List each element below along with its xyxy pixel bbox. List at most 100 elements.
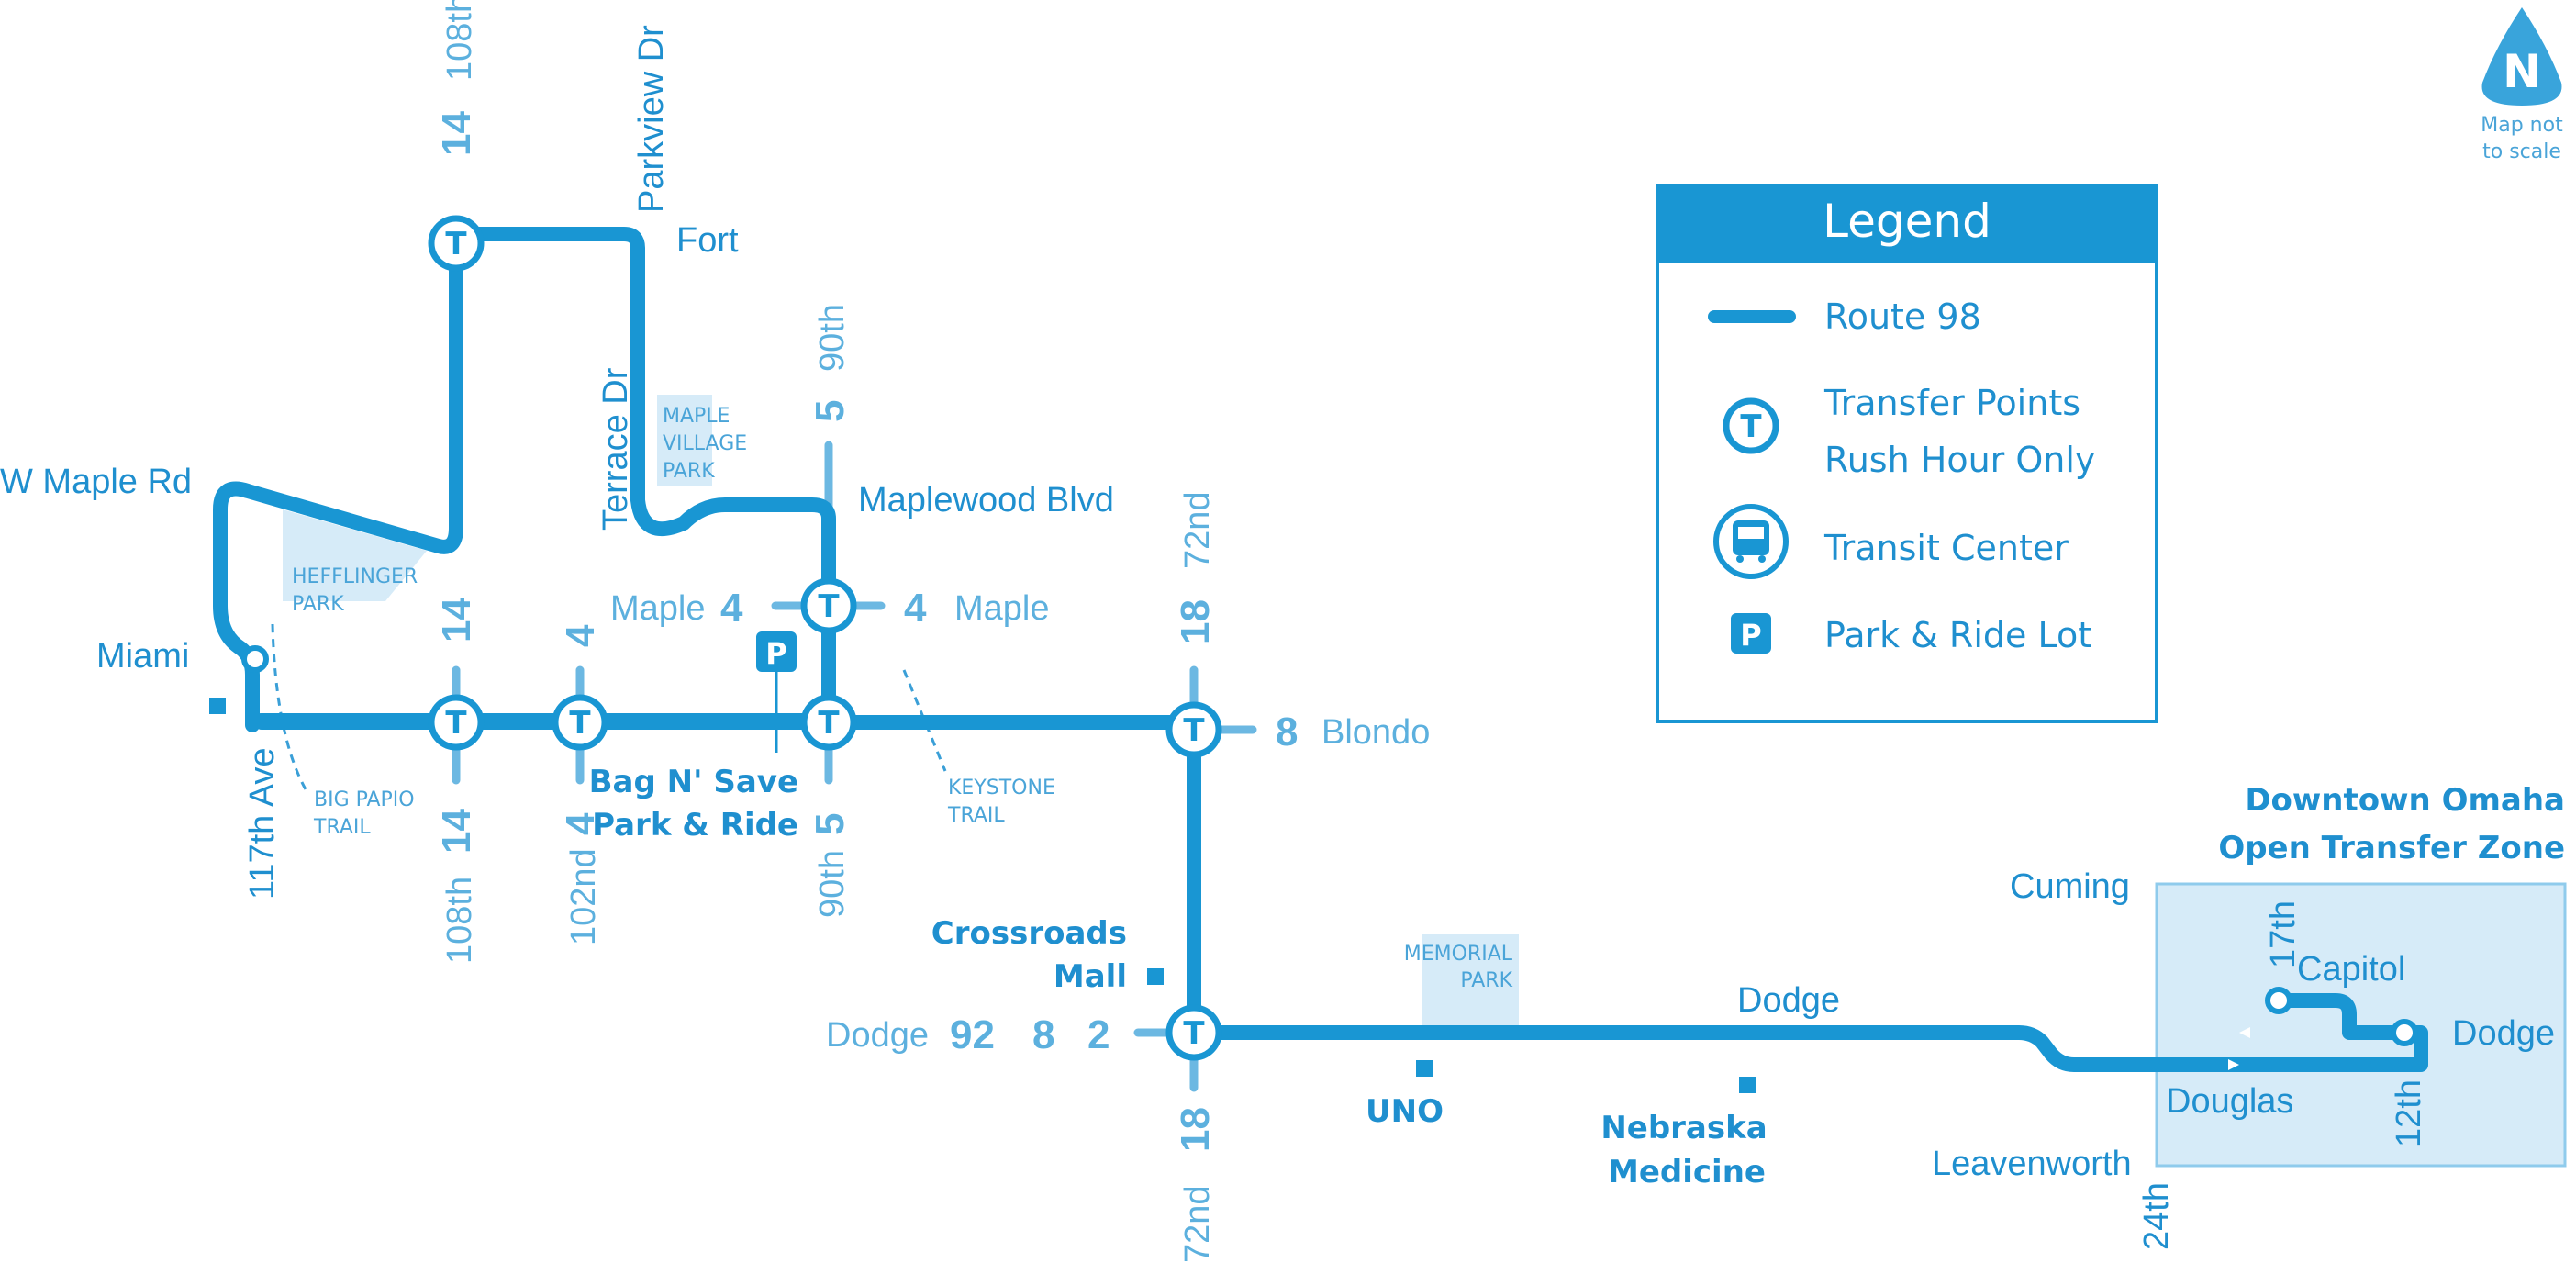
17th-label: 17th: [2264, 900, 2303, 968]
route-2: 2: [1087, 1012, 1110, 1057]
route-18-top: 18: [1173, 599, 1218, 644]
dodge-mid-label: Dodge: [1737, 981, 1840, 1020]
park-ride-icon[interactable]: P: [756, 632, 797, 672]
route-4-maple-right: 4: [904, 586, 927, 631]
uno-label: UNO: [1366, 1093, 1444, 1130]
route-92: 92: [950, 1012, 995, 1057]
dodge-right-label: Dodge: [2452, 1014, 2555, 1053]
north-compass-icon: N Map not to scale: [2481, 7, 2563, 163]
route-18-bottom: 18: [1173, 1107, 1218, 1152]
bag-n-save-line2: Park & Ride: [592, 807, 798, 844]
legend-transfer-line1: Transfer Points: [1823, 383, 2080, 423]
route-14-bottom: 14: [434, 809, 479, 854]
maple-village-park-area: [657, 395, 712, 486]
route-14-top: 14: [434, 111, 479, 156]
big-papio-trail: [271, 623, 307, 790]
parkview-dr-label: Parkview Dr: [632, 25, 671, 213]
uno-marker: [1416, 1060, 1433, 1077]
svg-text:P: P: [1740, 618, 1761, 653]
24th-label: 24th: [2137, 1182, 2176, 1250]
route-4-maple-left: 4: [720, 586, 743, 631]
route-14-mid: 14: [434, 598, 479, 643]
nebraska-medicine-line2: Medicine: [1608, 1154, 1766, 1190]
90th-bottom-label: 90th: [813, 850, 852, 918]
maple-village-line1: MAPLE: [663, 405, 730, 428]
transfer-point-72nd-blondo[interactable]: T: [1165, 701, 1222, 758]
transfer-point-90th-maple[interactable]: T: [800, 577, 857, 634]
capitol-label: Capitol: [2297, 950, 2405, 989]
transfer-point-108th-fort[interactable]: T: [428, 215, 485, 272]
hefflinger-line2: PARK: [292, 593, 344, 616]
legend-transit-center-label: Transit Center: [1823, 528, 2069, 568]
keystone-line2: TRAIL: [947, 804, 1005, 827]
memorial-park-area: [1422, 934, 1519, 1026]
svg-text:T: T: [1740, 408, 1762, 445]
route-8-blondo: 8: [1276, 710, 1298, 754]
cross-streets: [452, 441, 1257, 1092]
crossroads-line2: Mall: [1054, 958, 1127, 995]
maplewood-blvd-label: Maplewood Blvd: [858, 481, 1114, 520]
legend-transit-center-icon: [1713, 504, 1789, 579]
svg-text:T: T: [818, 705, 840, 742]
westbound-arrow-icon: [2239, 1027, 2250, 1038]
legend-route-label: Route 98: [1824, 296, 1981, 337]
legend-box: Legend Route 98 T Transfer Points Rush H…: [1656, 184, 2158, 723]
big-papio-line1: BIG PAPIO: [314, 788, 415, 811]
w-maple-rd-label: W Maple Rd: [0, 463, 192, 501]
capitol-stop: [2265, 987, 2292, 1014]
svg-text:N: N: [2503, 45, 2541, 98]
nebraska-medicine-marker: [1739, 1077, 1756, 1093]
72nd-top-label: 72nd: [1178, 491, 1217, 569]
douglas-label: Douglas: [2166, 1082, 2293, 1121]
miami-label: Miami: [96, 637, 189, 676]
108th-top-label: 108th: [440, 0, 479, 81]
svg-text:T: T: [569, 705, 591, 742]
route-4-bottom: 4: [558, 812, 603, 835]
svg-text:P: P: [765, 636, 786, 671]
cuming-label: Cuming: [2010, 867, 2130, 906]
legend-park-ride-label: Park & Ride Lot: [1824, 615, 2091, 655]
transfer-point-108th[interactable]: T: [428, 694, 485, 751]
svg-text:T: T: [445, 226, 467, 263]
transfer-point-72nd-dodge[interactable]: T: [1165, 1004, 1222, 1061]
downtown-line2: Open Transfer Zone: [2218, 830, 2565, 866]
crossroads-line1: Crossroads: [931, 915, 1127, 952]
legend-park-ride-icon: P: [1731, 613, 1771, 654]
nebraska-medicine-line1: Nebraska: [1600, 1110, 1767, 1146]
108th-bottom-label: 108th: [440, 877, 479, 964]
legend-title: Legend: [1823, 195, 1991, 248]
transfer-point-90th[interactable]: T: [800, 694, 857, 751]
keystone-trail: [902, 669, 947, 772]
blondo-label: Blondo: [1321, 713, 1430, 752]
117th-ave-label: 117th Ave: [243, 747, 282, 900]
eastbound-arrow-icon: [2228, 1059, 2239, 1070]
leavenworth-label: Leavenworth: [1932, 1145, 2132, 1183]
route-5-top: 5: [808, 400, 853, 422]
transfer-point-102nd[interactable]: T: [552, 694, 608, 751]
102nd-label: 102nd: [564, 848, 603, 945]
maple-village-line3: PARK: [663, 460, 715, 483]
svg-text:Map not: Map not: [2481, 114, 2563, 137]
memorial-line2: PARK: [1460, 969, 1512, 992]
legend-transfer-icon: T: [1723, 397, 1779, 454]
fort-label: Fort: [676, 221, 739, 260]
hefflinger-park-area: [283, 509, 427, 601]
downtown-line1: Downtown Omaha: [2245, 782, 2565, 819]
keystone-line1: KEYSTONE: [948, 777, 1055, 799]
svg-text:T: T: [1183, 712, 1205, 749]
crossroads-mall-marker: [1147, 968, 1164, 985]
terrace-dr-label: Terrace Dr: [597, 367, 635, 531]
maple-right-label: Maple: [954, 589, 1050, 628]
route-98-line: [213, 227, 2428, 1072]
dodge-12th-stop: [2391, 1019, 2418, 1046]
route-5-bottom: 5: [808, 813, 853, 835]
bag-n-save-line1: Bag N' Save: [589, 764, 798, 800]
route-8-dodge: 8: [1032, 1012, 1054, 1057]
90th-top-label: 90th: [813, 304, 852, 372]
svg-text:T: T: [1183, 1015, 1205, 1052]
dodge-left-label: Dodge: [826, 1016, 929, 1055]
svg-text:to scale: to scale: [2482, 140, 2561, 163]
svg-text:T: T: [818, 588, 840, 625]
72nd-bottom-label: 72nd: [1178, 1185, 1217, 1263]
